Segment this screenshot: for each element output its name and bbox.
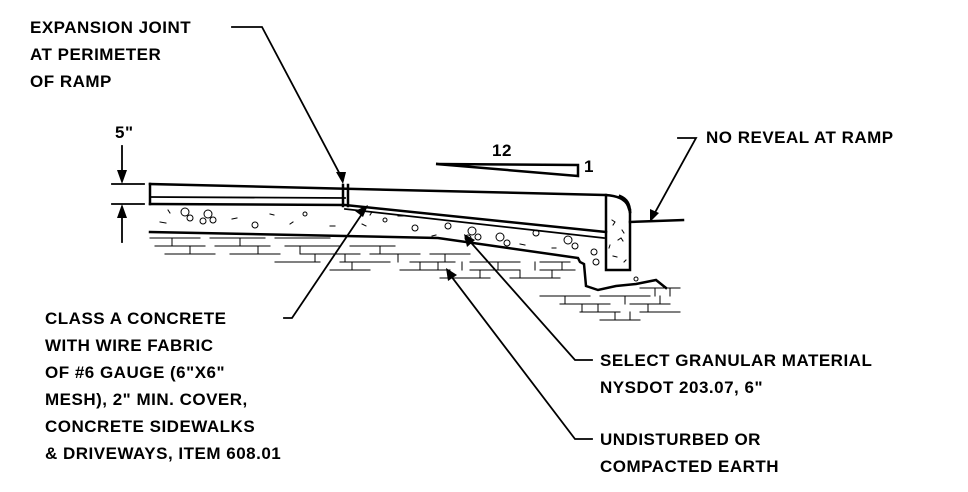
concrete-line-6: & DRIVEWAYS, ITEM 608.01 <box>45 444 281 463</box>
concrete-line-1: CLASS A CONCRETE <box>45 309 226 328</box>
thickness-dimension <box>111 145 145 243</box>
granular-line-1: SELECT GRANULAR MATERIAL <box>600 351 872 370</box>
earth-line-2: COMPACTED EARTH <box>600 457 779 476</box>
concrete-label: CLASS A CONCRETE WITH WIRE FABRIC OF #6 … <box>45 309 281 463</box>
expansion-joint-line-2: AT PERIMETER <box>30 45 161 64</box>
slope-indicator <box>435 162 580 178</box>
slope-run-label: 12 <box>492 141 512 160</box>
expansion-joint-line-3: OF RAMP <box>30 72 112 91</box>
curb-edge <box>604 193 685 272</box>
thickness-label: 5" <box>115 123 134 142</box>
concrete-line-5: CONCRETE SIDEWALKS <box>45 417 255 436</box>
leader-lines <box>231 26 698 440</box>
expansion-joint-label: EXPANSION JOINT AT PERIMETER OF RAMP <box>30 18 191 91</box>
slope-rise-label: 1 <box>584 157 594 176</box>
earth-label: UNDISTURBED OR COMPACTED EARTH <box>600 430 779 476</box>
granular-base <box>148 207 668 292</box>
concrete-line-2: WITH WIRE FABRIC <box>45 336 214 355</box>
concrete-line-4: MESH), 2" MIN. COVER, <box>45 390 248 409</box>
no-reveal-label: NO REVEAL AT RAMP <box>706 128 894 147</box>
granular-line-2: NYSDOT 203.07, 6" <box>600 378 763 397</box>
expansion-joint-line-1: EXPANSION JOINT <box>30 18 191 37</box>
earth-hatch <box>149 237 681 321</box>
concrete-slab <box>148 182 632 239</box>
concrete-line-3: OF #6 GAUGE (6"X6" <box>45 363 225 382</box>
expansion-joint <box>341 183 350 208</box>
earth-line-1: UNDISTURBED OR <box>600 430 761 449</box>
granular-label: SELECT GRANULAR MATERIAL NYSDOT 203.07, … <box>600 351 872 397</box>
